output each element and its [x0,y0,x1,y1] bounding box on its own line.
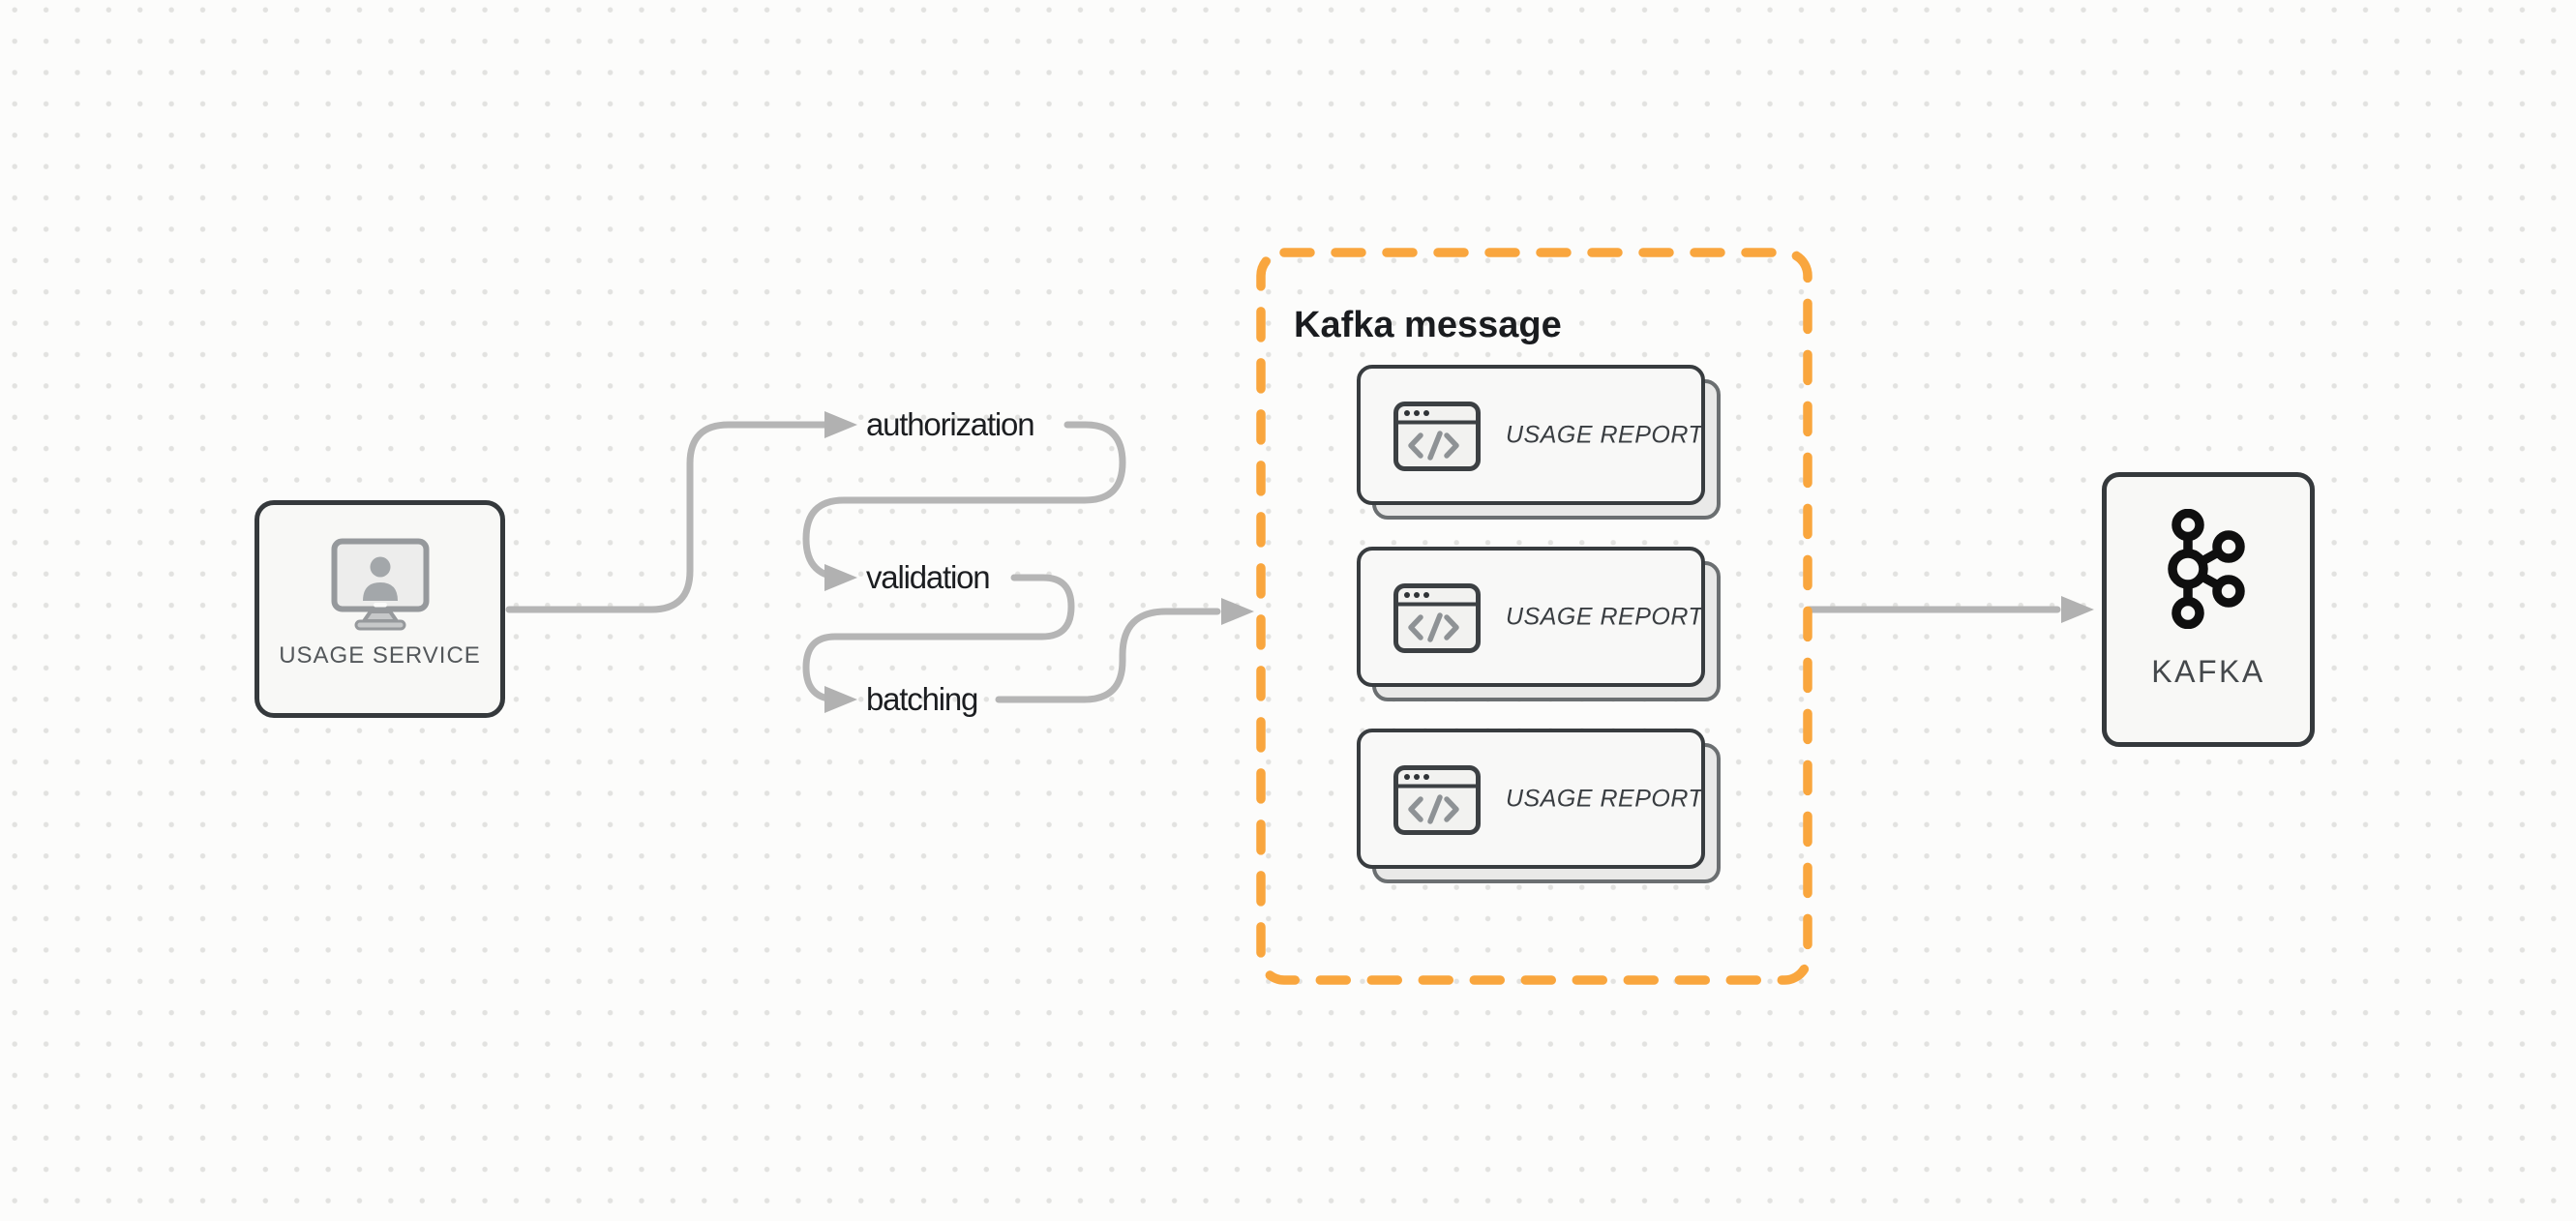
connector-authorization-to-validation [802,421,1126,581]
kafka-message-group-border [1256,248,1812,985]
monitor-user-icon [330,537,431,632]
usage-report-card[interactable]: USAGE REPORT [1357,729,1705,869]
kafka-label: KAFKA [2151,654,2265,689]
arrowhead-authorization [824,411,857,438]
usage-service-label: USAGE SERVICE [279,642,481,669]
arrowhead-kafka [2061,596,2094,623]
kafka-logo-icon [2168,509,2249,629]
arrowhead-validation [824,564,857,591]
arrowhead-group [1221,598,1254,625]
code-window-icon [1393,402,1481,471]
code-window-icon [1393,583,1481,653]
step-label-validation: validation [866,559,991,595]
connector-validation-to-batching [802,574,1075,703]
usage-report-card[interactable]: USAGE REPORT [1357,547,1705,687]
kafka-node[interactable]: KAFKA [2102,472,2315,747]
arrowhead-batching [824,686,857,713]
usage-report-label: USAGE REPORT [1506,785,1704,812]
code-window-icon [1393,765,1481,835]
connector-usage-to-authorization [505,421,832,613]
step-label-authorization: authorization [866,406,1035,442]
step-label-batching: batching [866,681,978,717]
connector-batching-to-group [995,608,1221,703]
kafka-message-title: Kafka message [1294,305,1562,345]
usage-service-node[interactable]: USAGE SERVICE [255,500,505,718]
usage-report-label: USAGE REPORT [1506,603,1704,630]
usage-report-label: USAGE REPORT [1506,421,1704,448]
usage-report-card[interactable]: USAGE REPORT [1357,365,1705,505]
